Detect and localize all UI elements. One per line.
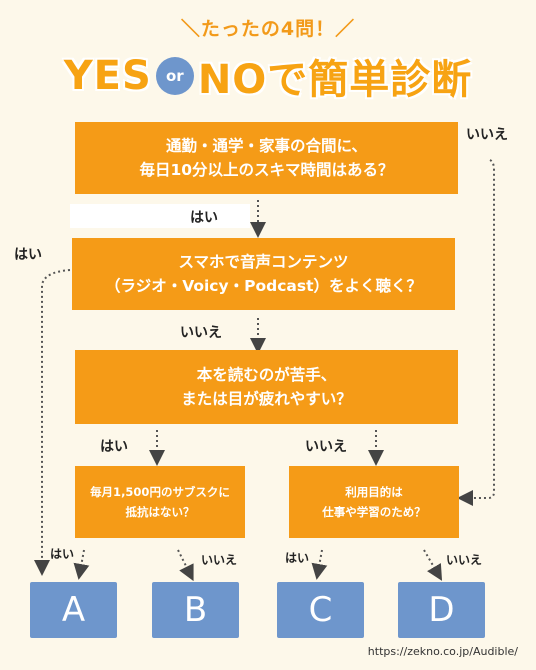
question-4b-box: 利用目的は 仕事や学習のため？ [289,466,459,538]
q3-yes-label: はい [100,439,128,455]
arrow-q4b-yes [311,549,328,580]
arrow-q4a-no [177,549,194,582]
question-1-box: 通勤・通学・家事の合間に、 毎日10分以上のスキマ時間はある？ [75,122,458,194]
title-or-badge: or [155,57,194,95]
answer-a-box: A [30,582,117,638]
arrow-q4b-no [423,549,443,581]
title-yes: YES [63,53,152,99]
question-4a-line2: 抵抗はない？ [125,505,195,519]
question-4a-box: 毎月1,500円のサブスクに 抵抗はない？ [75,466,245,538]
q1-yes-label-bg [70,204,250,228]
question-3-line2: または目が疲れやすい？ [181,390,352,408]
answer-b-box: B [152,582,239,638]
q2-yes-label: はい [14,247,42,263]
q2-no-label: いいえ [180,325,222,341]
title-no-diagnosis: NOで簡単診断 [197,57,473,103]
question-1-line1: 通勤・通学・家事の合間に、 [165,137,368,155]
source-url: https://zekno.co.jp/Audible/ [367,645,518,658]
answer-d-box: D [398,582,485,638]
question-2-line2: （ラジオ・Voicy・Podcast）をよく聴く？ [105,277,422,295]
question-4b-line2: 仕事や学習のため？ [322,505,426,519]
question-1-line2: 毎日10分以上のスキマ時間はある？ [139,161,394,179]
q4a-no-label: いいえ [201,553,238,567]
page-title: YES or NOで簡単診断 [0,48,536,104]
q1-no-label: いいえ [466,127,508,143]
question-4b-line1: 利用目的は [345,485,403,499]
arrow-q4a-yes [73,549,90,580]
q3-no-label: いいえ [305,439,347,455]
q4b-no-label: いいえ [446,553,483,567]
question-2-line1: スマホで音声コンテンツ [178,253,349,271]
q1-yes-label: はい [190,210,218,226]
answer-c-box: C [277,582,364,638]
arrow-q2-yes [34,269,71,576]
header-subtitle: ＼たったの4問！／ [180,18,356,40]
question-3-box: 本を読むのが苦手、 または目が疲れやすい？ [75,350,458,424]
question-2-box: スマホで音声コンテンツ （ラジオ・Voicy・Podcast）をよく聴く？ [72,238,455,310]
question-3-line1: 本を読むのが苦手、 [196,366,337,384]
arrow-q1-no [457,159,495,506]
question-4a-line1: 毎月1,500円のサブスクに [90,485,230,499]
q4a-yes-label: はい [50,547,75,561]
q4b-yes-label: はい [285,551,310,565]
